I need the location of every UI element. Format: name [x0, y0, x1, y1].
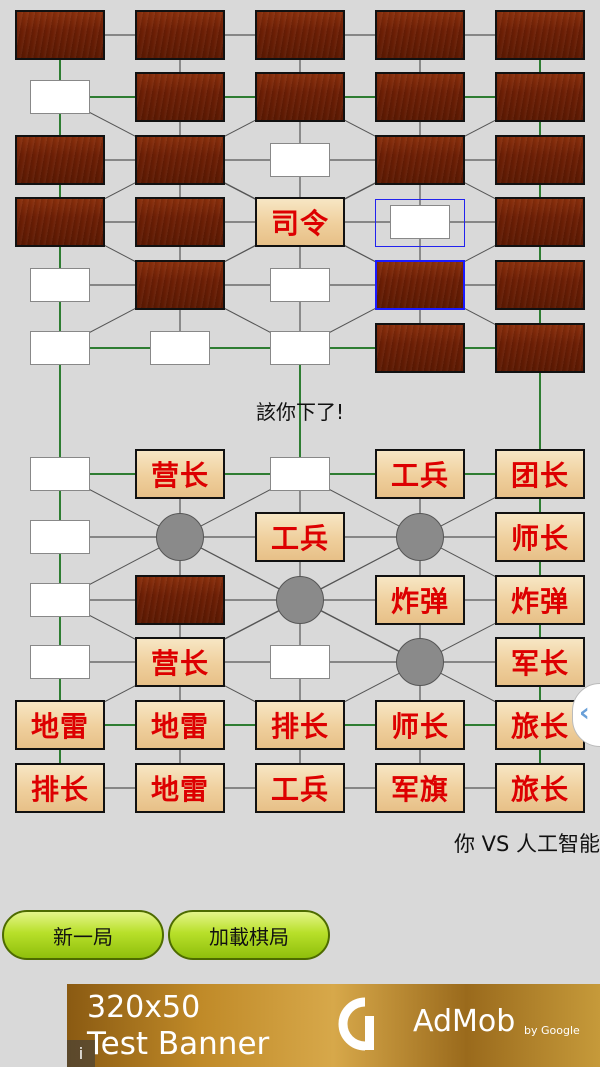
hidden-enemy-piece[interactable] — [135, 72, 225, 122]
piece-top[interactable]: 司令 — [255, 197, 345, 247]
hidden-enemy-piece[interactable] — [135, 260, 225, 310]
piece-bottom[interactable]: 工兵 — [255, 763, 345, 813]
hidden-enemy-piece[interactable] — [495, 10, 585, 60]
hidden-enemy-piece[interactable] — [375, 72, 465, 122]
hidden-enemy-piece[interactable] — [495, 323, 585, 373]
piece-bottom[interactable]: 排长 — [15, 763, 105, 813]
admob-logo-icon — [338, 997, 374, 1051]
piece-bottom[interactable]: 军长 — [495, 637, 585, 687]
hidden-enemy-piece[interactable] — [495, 135, 585, 185]
hidden-enemy-piece[interactable] — [15, 135, 105, 185]
empty-post[interactable] — [150, 331, 210, 365]
empty-post[interactable] — [270, 645, 330, 679]
hidden-enemy-piece[interactable] — [15, 10, 105, 60]
hidden-enemy-piece[interactable] — [135, 135, 225, 185]
ad-banner[interactable]: 320x50 Test Banner AdMob by Google — [67, 984, 600, 1067]
load-game-button[interactable]: 加載棋局 — [168, 910, 330, 960]
piece-bottom[interactable]: 地雷 — [135, 700, 225, 750]
piece-bottom[interactable]: 旅长 — [495, 763, 585, 813]
piece-bottom[interactable]: 旅长 — [495, 700, 585, 750]
turn-status: 該你下了! — [255, 400, 345, 424]
ad-size-label: 320x50 — [87, 990, 201, 1025]
hidden-enemy-piece[interactable] — [135, 197, 225, 247]
piece-bottom[interactable]: 营长 — [135, 449, 225, 499]
hidden-enemy-piece[interactable] — [255, 72, 345, 122]
piece-bottom[interactable]: 地雷 — [15, 700, 105, 750]
empty-post[interactable] — [30, 645, 90, 679]
camp-circle[interactable] — [396, 513, 444, 561]
piece-bottom[interactable]: 师长 — [375, 700, 465, 750]
hidden-enemy-piece[interactable] — [135, 575, 225, 625]
selection-highlight — [375, 199, 465, 247]
ad-by-label: by Google — [524, 1024, 580, 1037]
empty-post[interactable] — [30, 457, 90, 491]
hidden-enemy-piece[interactable] — [375, 135, 465, 185]
hidden-enemy-piece[interactable] — [495, 197, 585, 247]
piece-bottom[interactable]: 军旗 — [375, 763, 465, 813]
hidden-enemy-piece[interactable] — [375, 10, 465, 60]
piece-bottom[interactable]: 炸弹 — [375, 575, 465, 625]
empty-post[interactable] — [30, 268, 90, 302]
chevron-left-icon: ‹ — [579, 698, 590, 728]
ad-brand: AdMob — [413, 1004, 516, 1039]
empty-post[interactable] — [270, 457, 330, 491]
empty-post[interactable] — [270, 331, 330, 365]
new-game-button[interactable]: 新一局 — [2, 910, 164, 960]
piece-bottom[interactable]: 排长 — [255, 700, 345, 750]
empty-post[interactable] — [30, 520, 90, 554]
empty-post[interactable] — [270, 143, 330, 177]
hidden-enemy-piece[interactable] — [495, 72, 585, 122]
empty-post[interactable] — [390, 205, 450, 239]
hidden-enemy-piece[interactable] — [135, 10, 225, 60]
piece-bottom[interactable]: 师长 — [495, 512, 585, 562]
match-label: 你 VS 人工智能 — [453, 832, 600, 856]
ad-banner-label: Test Banner — [87, 1026, 270, 1062]
piece-bottom[interactable]: 工兵 — [375, 449, 465, 499]
hidden-enemy-piece[interactable] — [375, 323, 465, 373]
camp-circle[interactable] — [396, 638, 444, 686]
hidden-enemy-piece[interactable] — [375, 260, 465, 310]
camp-circle[interactable] — [156, 513, 204, 561]
piece-bottom[interactable]: 炸弹 — [495, 575, 585, 625]
empty-post[interactable] — [30, 583, 90, 617]
camp-circle[interactable] — [276, 576, 324, 624]
empty-post[interactable] — [270, 268, 330, 302]
piece-bottom[interactable]: 团长 — [495, 449, 585, 499]
ad-info-icon[interactable]: i — [67, 1040, 95, 1067]
empty-post[interactable] — [30, 80, 90, 114]
empty-post[interactable] — [30, 331, 90, 365]
hidden-enemy-piece[interactable] — [15, 197, 105, 247]
piece-bottom[interactable]: 工兵 — [255, 512, 345, 562]
hidden-enemy-piece[interactable] — [255, 10, 345, 60]
hidden-enemy-piece[interactable] — [495, 260, 585, 310]
piece-bottom[interactable]: 地雷 — [135, 763, 225, 813]
piece-bottom[interactable]: 营长 — [135, 637, 225, 687]
